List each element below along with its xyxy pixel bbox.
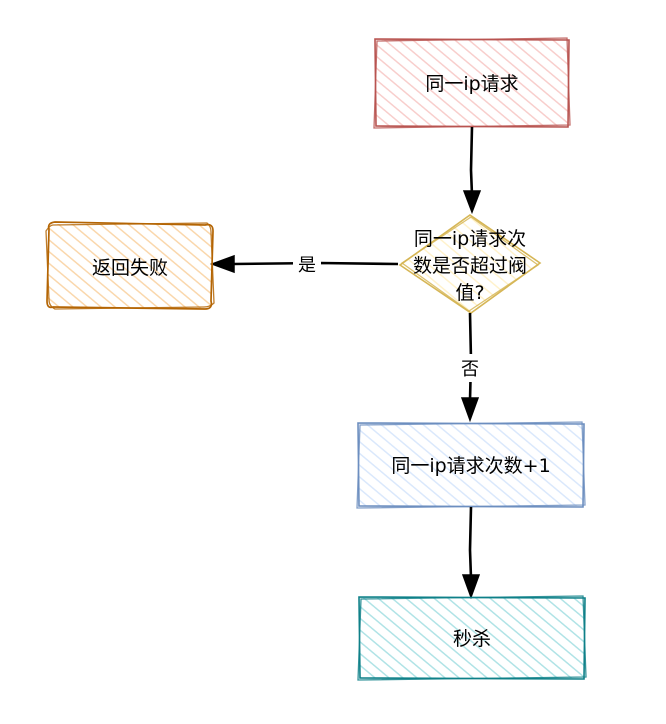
edge-request-to-decision (462, 126, 482, 215)
node-decision[interactable]: 同一ip请求次 数是否超过阀 值? (398, 214, 542, 314)
node-seckill-label: 秒杀 (453, 628, 491, 650)
node-fail[interactable]: 返回失败 (45, 221, 215, 310)
edge-decision-to-increment: 否 (456, 312, 484, 423)
node-decision-line2: 数是否超过阀 (413, 255, 527, 277)
edge-yes-label: 是 (298, 255, 316, 276)
node-increment-label: 同一ip请求次数+1 (391, 455, 550, 477)
edge-no-label: 否 (461, 359, 479, 380)
node-seckill[interactable]: 秒杀 (357, 595, 587, 681)
edge-decision-to-fail: 是 (209, 250, 399, 278)
node-decision-line3: 值? (455, 282, 484, 304)
node-request-label: 同一ip请求 (425, 73, 518, 95)
node-decision-line1: 同一ip请求次 (414, 228, 526, 250)
node-request[interactable]: 同一ip请求 (373, 37, 571, 129)
edge-increment-to-seckill (461, 506, 481, 600)
node-increment[interactable]: 同一ip请求次数+1 (356, 421, 586, 509)
node-fail-label: 返回失败 (92, 257, 168, 279)
